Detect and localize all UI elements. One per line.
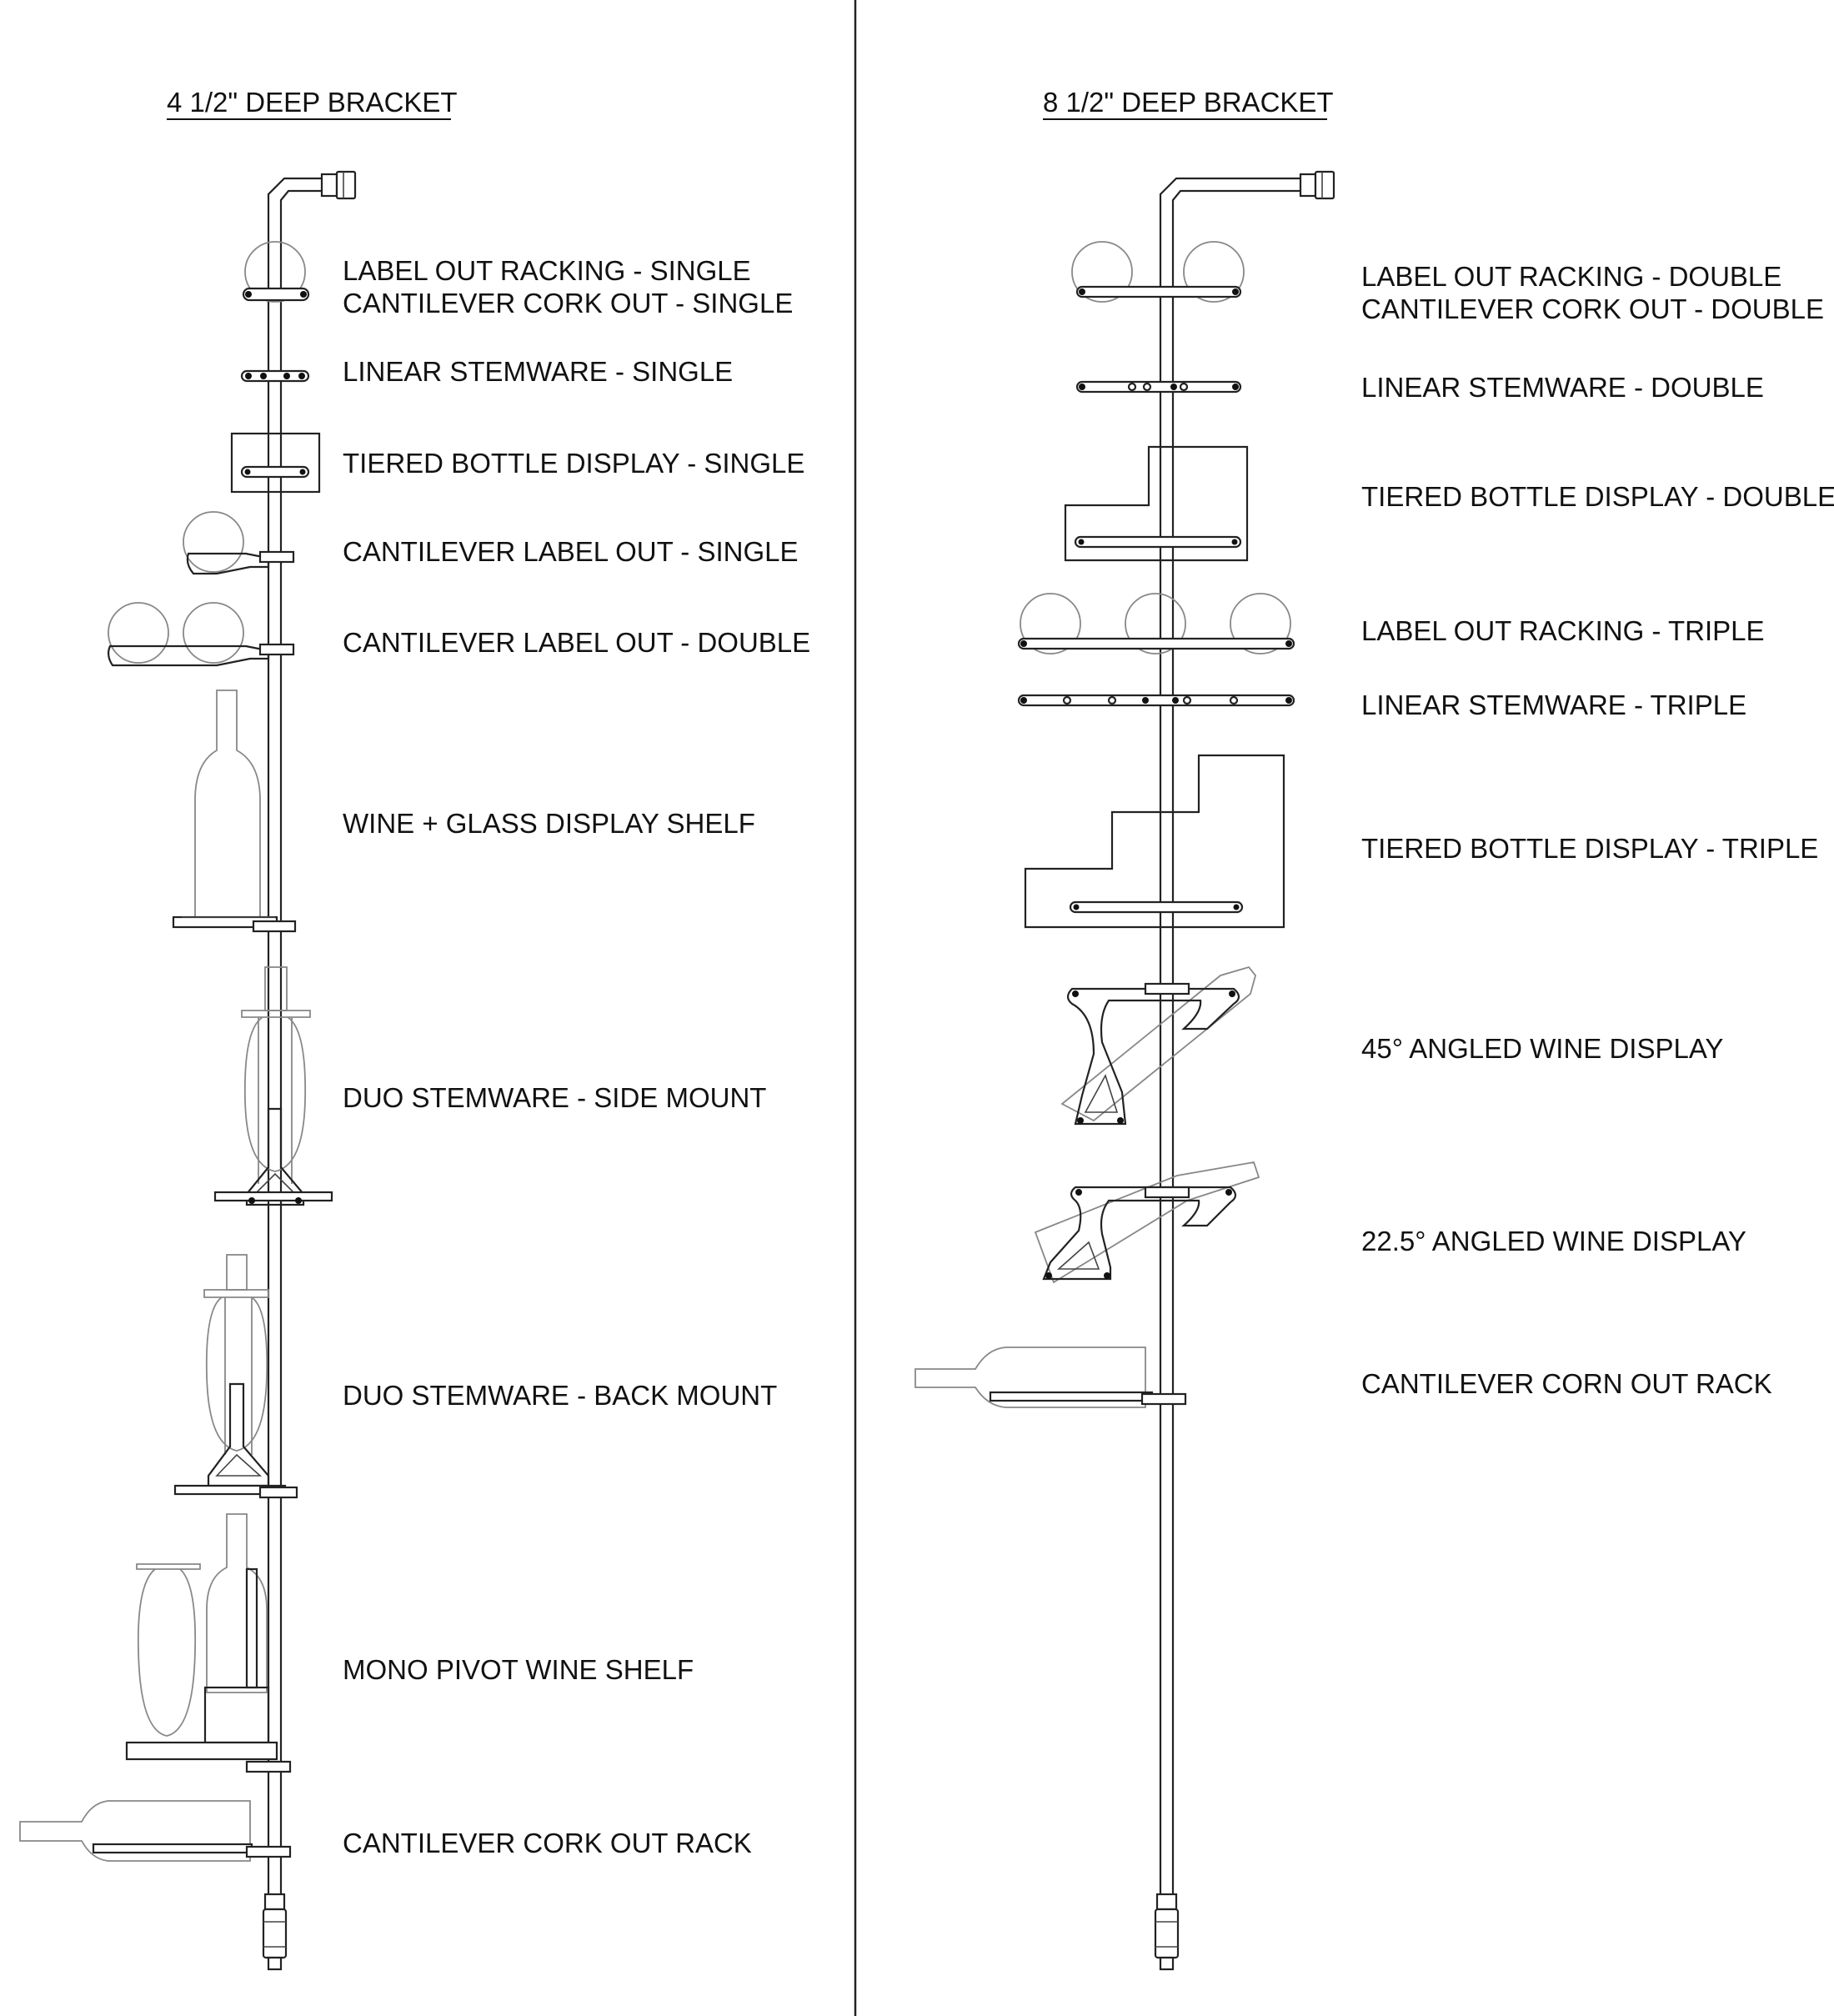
label-out-racking-double <box>1071 241 1245 303</box>
left-label: CANTILEVER LABEL OUT - SINGLE <box>343 536 799 567</box>
tiered-bottle-display-double <box>1064 445 1249 562</box>
wine-glass-display-shelf <box>172 690 297 933</box>
left-label: MONO PIVOT WINE SHELF <box>343 1654 694 1685</box>
right-label: 45° ANGLED WINE DISPLAY <box>1361 1033 1723 1064</box>
left-label: CANTILEVER CORK OUT - SINGLE <box>343 288 793 318</box>
tiered-bottle-display-triple <box>1024 754 1285 929</box>
right-heading: 8 1/2" DEEP BRACKET <box>1043 87 1334 118</box>
left-label: LINEAR STEMWARE - SINGLE <box>343 356 733 387</box>
cantilever-label-out-single <box>183 511 295 575</box>
left-label: LABEL OUT RACKING - SINGLE <box>343 255 751 286</box>
left-label: DUO STEMWARE - SIDE MOUNT <box>343 1082 766 1113</box>
left-heading: 4 1/2" DEEP BRACKET <box>167 87 458 118</box>
linear-stemware-triple <box>1017 694 1295 707</box>
cantilever-corn-out-rack-right <box>914 1347 1187 1408</box>
right-label: LABEL OUT RACKING - TRIPLE <box>1361 615 1765 646</box>
linear-stemware-single <box>240 369 310 383</box>
right-label: LABEL OUT RACKING - DOUBLE <box>1361 261 1781 292</box>
cantilever-label-out-double <box>107 602 295 667</box>
cantilever-cork-out-rack-left <box>19 1800 292 1862</box>
right-label: LINEAR STEMWARE - DOUBLE <box>1361 372 1764 403</box>
left-label: WINE + GLASS DISPLAY SHELF <box>343 808 755 839</box>
right-label: CANTILEVER CORK OUT - DOUBLE <box>1361 293 1824 324</box>
left-label: DUO STEMWARE - BACK MOUNT <box>343 1380 777 1411</box>
right-label: TIERED BOTTLE DISPLAY - DOUBLE <box>1361 481 1834 512</box>
duo-stemware-side-mount <box>213 966 333 1206</box>
left-label: CANTILEVER CORK OUT RACK <box>343 1828 752 1858</box>
label-out-racking-triple <box>1017 593 1295 654</box>
right-label: TIERED BOTTLE DISPLAY - TRIPLE <box>1361 833 1818 864</box>
left-pole <box>262 170 357 1971</box>
left-label: TIERED BOTTLE DISPLAY - SINGLE <box>343 448 804 479</box>
duo-stemware-back-mount <box>173 1254 298 1499</box>
right-pole <box>1154 170 1335 1971</box>
label-out-racking-single <box>242 241 310 303</box>
right-label: LINEAR STEMWARE - TRIPLE <box>1361 690 1746 720</box>
right-label: 22.5° ANGLED WINE DISPLAY <box>1361 1226 1746 1256</box>
mono-pivot-wine-shelf <box>125 1513 292 1773</box>
tiered-bottle-display-single <box>230 432 321 494</box>
angled-wine-display-45 <box>1060 965 1256 1126</box>
left-label: CANTILEVER LABEL OUT - DOUBLE <box>343 627 810 658</box>
linear-stemware-double <box>1075 380 1242 394</box>
angled-wine-display-22-5 <box>1034 1161 1260 1284</box>
right-label: CANTILEVER CORN OUT RACK <box>1361 1368 1772 1399</box>
